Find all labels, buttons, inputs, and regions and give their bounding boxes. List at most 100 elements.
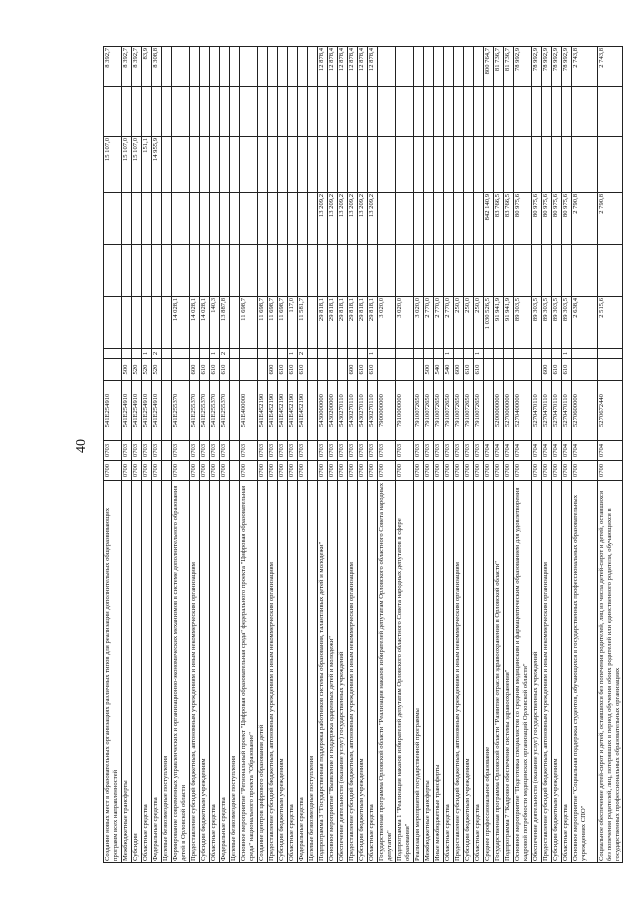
source-code	[229, 348, 240, 359]
section-code: 0700	[121, 460, 132, 481]
amount-col-6	[199, 46, 210, 87]
table-row: Подпрограмма 7 "Кадровое обеспечение сис…	[503, 46, 514, 863]
amount-col-1	[161, 296, 172, 349]
amount-col-5	[377, 86, 396, 137]
amount-col-3	[199, 192, 210, 245]
amount-col-5	[571, 86, 598, 137]
amount-col-5	[257, 86, 268, 137]
amount-col-2	[541, 244, 552, 297]
amount-col-6: 78 992,9	[561, 46, 572, 87]
amount-col-6: 12 878,4	[367, 46, 378, 87]
section-code: 0700	[597, 460, 623, 481]
subsection-code: 0703	[189, 440, 200, 461]
target-code: 5200000000	[493, 380, 504, 441]
expense-type: 600	[541, 358, 552, 381]
amount-col-3: 13 209,2	[317, 192, 328, 245]
section-code: 0700	[277, 460, 288, 481]
expense-type	[597, 358, 623, 381]
amount-col-5	[395, 86, 414, 137]
amount-col-5	[413, 86, 424, 137]
amount-col-1: 14 028,1	[199, 296, 210, 349]
amount-col-5	[531, 86, 542, 137]
subsection-code: 0703	[473, 440, 484, 461]
row-name: Подпрограмма 7 "Кадровое обеспечение сис…	[503, 480, 514, 863]
amount-col-3: 80 975,6	[541, 192, 552, 245]
row-name: Подпрограмма 3 "Государственная поддержк…	[317, 480, 328, 863]
amount-col-3: 13 209,2	[357, 192, 368, 245]
expense-type: 610	[287, 358, 298, 381]
expense-type: 600	[453, 358, 464, 381]
table-row: Основное мероприятие "Выявление и поддер…	[327, 46, 338, 863]
amount-col-6	[377, 46, 396, 87]
target-code: 541E255370	[209, 380, 220, 441]
target-code: 5270672440	[597, 380, 623, 441]
amount-col-5	[561, 86, 572, 137]
section-code: 0700	[541, 460, 552, 481]
expense-type	[571, 358, 598, 381]
amount-col-2	[347, 244, 358, 297]
amount-col-5	[453, 86, 464, 137]
amount-col-6	[433, 46, 444, 87]
table-row: Обеспечение деятельности (оказание услуг…	[337, 46, 348, 863]
amount-col-5	[597, 86, 623, 137]
subsection-code	[307, 440, 318, 461]
amount-col-1: 14 028,1	[171, 296, 190, 349]
amount-col-6	[287, 46, 298, 87]
amount-col-2	[287, 244, 298, 297]
amount-col-6: 81 736,7	[493, 46, 504, 87]
target-code: 7900000000	[377, 380, 396, 441]
source-code	[337, 348, 348, 359]
table-row: Основное мероприятие "Подготовка специал…	[513, 46, 532, 863]
amount-col-4	[367, 136, 378, 193]
amount-col-5	[229, 86, 240, 137]
amount-col-6	[413, 46, 424, 87]
amount-col-4: 14 955,9	[151, 136, 162, 193]
amount-col-3	[267, 192, 278, 245]
amount-col-6: 81 736,7	[503, 46, 514, 87]
amount-col-4	[413, 136, 424, 193]
source-code	[307, 348, 318, 359]
target-code: 5430270110	[347, 380, 358, 441]
subsection-code: 0703	[357, 440, 368, 461]
section-code: 0700	[357, 460, 368, 481]
source-code	[571, 348, 598, 359]
target-code: 7910072650	[413, 380, 424, 441]
row-name: Федеральные средства	[151, 480, 162, 863]
amount-col-5	[551, 86, 562, 137]
amount-col-1: 11 698,7	[277, 296, 288, 349]
target-code: 541E452190	[267, 380, 278, 441]
target-code: 541E452190	[287, 380, 298, 441]
amount-col-5	[541, 86, 552, 137]
amount-col-4	[571, 136, 598, 193]
amount-col-2	[317, 244, 328, 297]
amount-col-4	[257, 136, 268, 193]
subsection-code	[161, 440, 172, 461]
amount-col-1: 89 303,5	[513, 296, 532, 349]
amount-col-4	[357, 136, 368, 193]
amount-col-6	[423, 46, 434, 87]
table-row: Целевые безвозмездные поступления	[229, 46, 240, 863]
amount-col-5	[513, 86, 532, 137]
amount-col-3	[395, 192, 414, 245]
target-code: 5270400000	[513, 380, 532, 441]
amount-col-2	[267, 244, 278, 297]
row-name: Федеральные средства	[297, 480, 308, 863]
section-code: 0700	[463, 460, 474, 481]
source-code	[189, 348, 200, 359]
target-code: 5270470110	[531, 380, 542, 441]
amount-col-5	[267, 86, 278, 137]
subsection-code: 0703	[337, 440, 348, 461]
section-code: 0700	[443, 460, 454, 481]
section-code: 0700	[551, 460, 562, 481]
amount-col-1: 3 020,0	[377, 296, 396, 349]
amount-col-3	[209, 192, 220, 245]
amount-col-3	[121, 192, 132, 245]
expense-type	[257, 358, 268, 381]
amount-col-4	[463, 136, 474, 193]
row-name: Субсидии	[131, 480, 142, 863]
expense-type: 600	[267, 358, 278, 381]
row-name: Создание новых мест в образовательных ор…	[103, 480, 122, 863]
table-row: Создание центров цифрового образования д…	[257, 46, 268, 863]
